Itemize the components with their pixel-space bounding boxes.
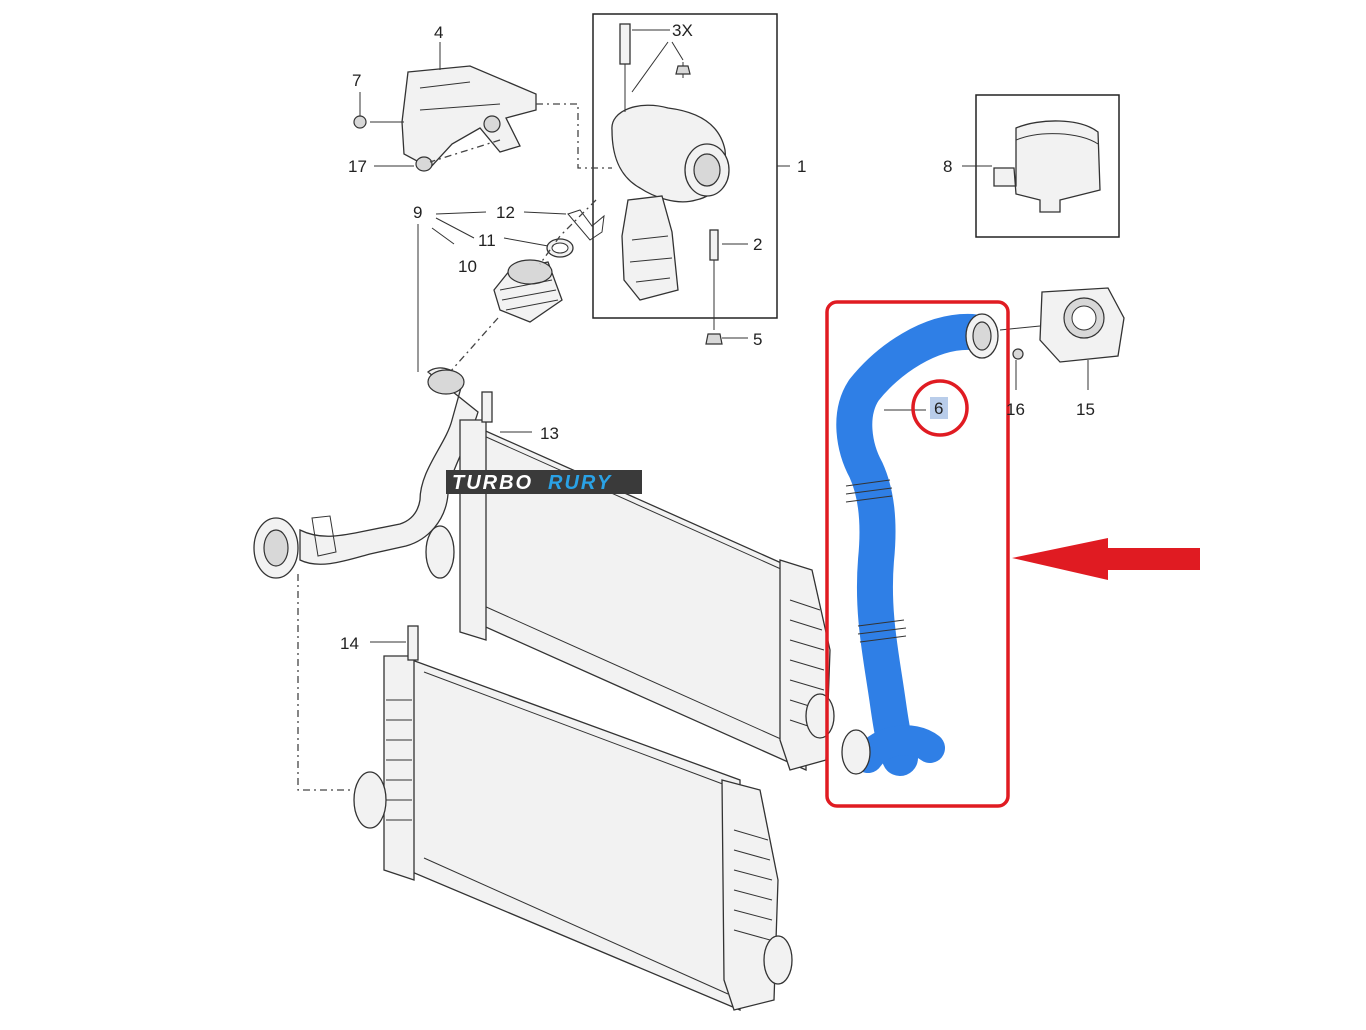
callout-6: 6 [934,399,943,418]
callout-9: 9 [413,203,422,222]
callout-6-circle [911,379,969,437]
stud-3x [619,23,631,65]
callout-3x: 3X [672,21,693,40]
callout-2: 2 [753,235,762,254]
turbocharger-group [592,13,790,345]
callout-16: 16 [1006,400,1025,419]
nut-17 [415,156,433,172]
brand-text-part2: RURY [548,472,612,494]
gasket-12 [567,209,605,241]
intercooler-14 [297,574,793,1011]
bolt-2 [709,229,719,261]
highlighted-hose-6 [825,300,1010,808]
bracket-group [353,42,612,172]
callout-13: 13 [540,424,559,443]
callout-4: 4 [434,23,443,42]
callout-1: 1 [797,157,806,176]
highlight-frame [825,300,1010,808]
callout-5: 5 [753,330,762,349]
brand-text-part1: TURBO [452,472,533,494]
callout-7: 7 [352,71,361,90]
callout-15: 15 [1076,400,1095,419]
brand-logo-bg [446,470,642,494]
clamp-group [962,94,1120,238]
callout-17: 17 [348,157,367,176]
callout-10: 10 [458,257,477,276]
charge-pipe-9 [253,224,479,579]
seal-group [431,199,605,373]
callout-14: 14 [340,634,359,653]
turbo-actuator [621,195,679,301]
mounting-bracket-4 [401,65,537,169]
red-arrow [1012,538,1200,580]
bolt-5 [705,333,723,345]
bolt-7 [353,115,367,129]
callout-12: 12 [496,203,515,222]
throttle-body-15 [999,287,1125,390]
hose-clamp-8 [993,120,1101,213]
hose-body [836,313,990,776]
bolt-16 [1012,348,1024,360]
brand-logo: TURBO RURY [446,470,642,494]
callout-8: 8 [943,157,952,176]
nut-3x [675,65,691,75]
callout-11: 11 [478,231,496,250]
